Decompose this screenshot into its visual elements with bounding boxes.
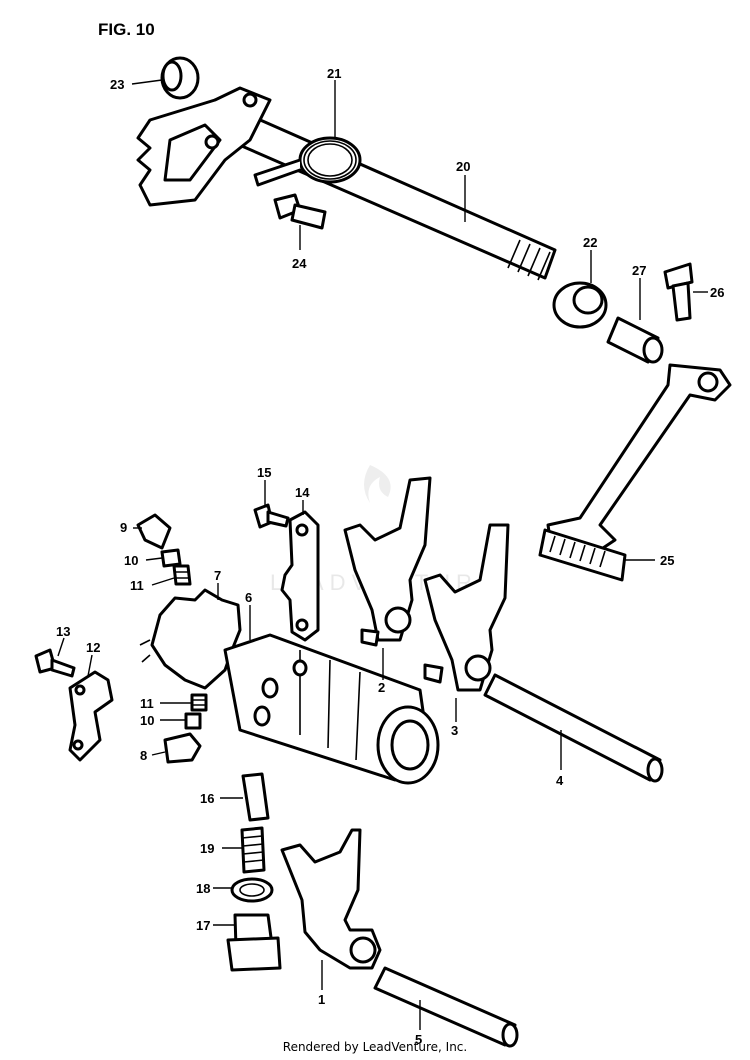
callout-11-upper: 11 (130, 578, 144, 593)
callout-23: 23 (110, 77, 124, 92)
callout-12: 12 (86, 640, 100, 655)
part-8-cam-stopper (163, 732, 202, 764)
part-12-plate (68, 670, 114, 762)
callout-1: 1 (318, 992, 325, 1007)
part-18-gasket (230, 877, 274, 903)
callout-6: 6 (245, 590, 252, 605)
callout-7: 7 (214, 568, 221, 583)
callout-10-lower: 10 (140, 713, 154, 728)
callout-25: 25 (660, 553, 674, 568)
leader-lines (57, 79, 708, 1030)
shift-arm-plate (136, 86, 272, 207)
part-27-collar (606, 316, 664, 364)
callout-17: 17 (196, 918, 210, 933)
part-21-return-spring (253, 136, 362, 187)
callout-11-lower: 11 (140, 696, 154, 711)
part-15-screw (253, 503, 290, 529)
callout-5: 5 (415, 1032, 422, 1047)
callout-18: 18 (196, 881, 210, 896)
part-10-pin-lower (184, 712, 202, 730)
part-10-pin (160, 548, 182, 568)
part-4-fork-shaft (483, 673, 664, 783)
callout-13: 13 (56, 624, 70, 639)
part-2-shift-fork (343, 476, 432, 647)
part-24-bolt (273, 193, 327, 230)
part-6-shift-drum (223, 633, 440, 785)
part-19-spring (240, 826, 266, 874)
part-16-plunger (241, 772, 270, 822)
callout-27: 27 (632, 263, 646, 278)
callout-19: 19 (200, 841, 214, 856)
part-7-drum-cam (139, 588, 242, 690)
callout-10-upper: 10 (124, 553, 138, 568)
callout-16: 16 (200, 791, 214, 806)
part-9-cam-stopper (136, 513, 172, 550)
callout-numbers: 23 21 20 24 22 27 26 25 15 14 9 10 11 7 … (56, 66, 724, 1047)
part-23-collar (160, 56, 200, 100)
figure-title: FIG. 10 (98, 20, 155, 39)
callout-2: 2 (378, 680, 385, 695)
callout-20: 20 (456, 159, 470, 174)
part-14-plate (280, 510, 320, 642)
part-17-plug (226, 913, 282, 972)
part-13-screw (34, 648, 76, 678)
part-1-shift-fork (280, 828, 382, 970)
callout-9: 9 (120, 520, 127, 535)
part-3-shift-fork (423, 523, 510, 692)
callout-4: 4 (556, 773, 564, 788)
part-5-fork-shaft (373, 966, 519, 1048)
callout-21: 21 (327, 66, 341, 81)
part-11-spring-lower (190, 693, 208, 712)
part-25-shift-pedal (538, 363, 732, 582)
footer-credit: Rendered by LeadVenture, Inc. (282, 1040, 468, 1054)
callout-15: 15 (257, 465, 271, 480)
part-22-bearing (552, 281, 608, 329)
callout-24: 24 (292, 256, 307, 271)
part-26-bolt (663, 262, 694, 322)
part-11-spring (172, 564, 192, 586)
callout-14: 14 (295, 485, 310, 500)
callout-26: 26 (710, 285, 724, 300)
callout-8: 8 (140, 748, 147, 763)
callout-22: 22 (583, 235, 597, 250)
callout-3: 3 (451, 723, 458, 738)
